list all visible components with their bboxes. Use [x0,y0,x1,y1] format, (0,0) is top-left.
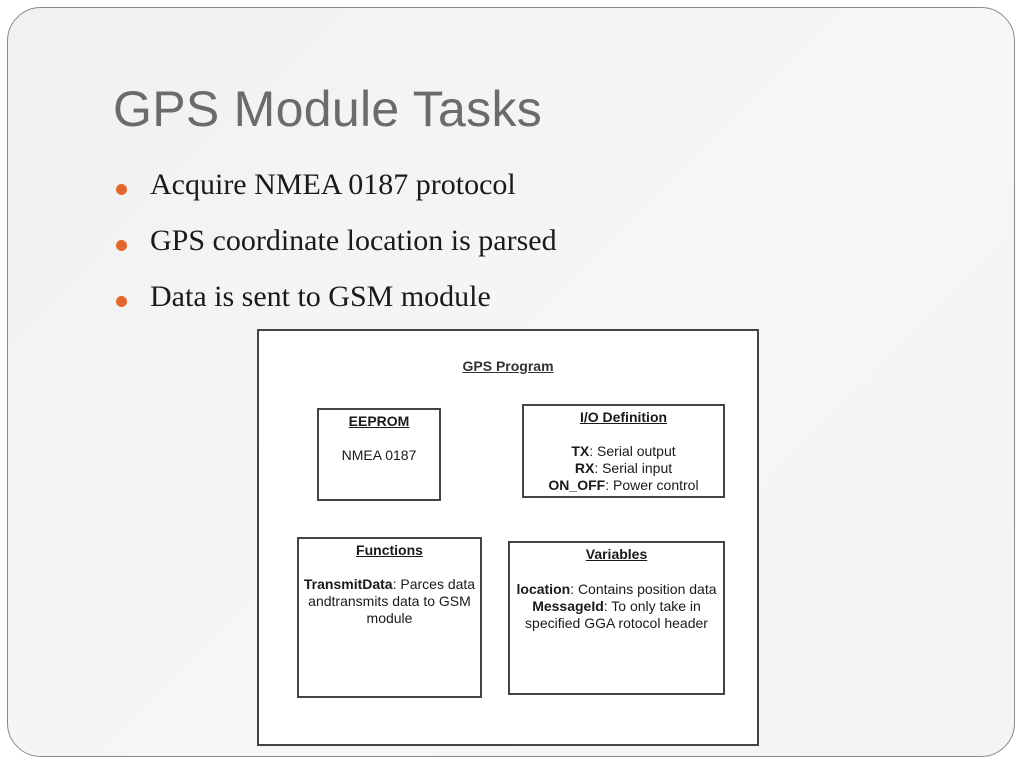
function-desc: : Parces data andtransmits data to GSM m… [308,576,476,626]
io-line-rx: RX: Serial input [528,460,719,477]
variable-key: MessageId [532,598,604,614]
eeprom-title: EEPROM [348,413,410,429]
bullet-text: Data is sent to GSM module [150,280,491,313]
io-definition-title: I/O Definition [579,409,668,425]
io-desc: : Serial input [594,460,673,476]
bullet-dot-icon [116,184,127,195]
function-key: TransmitData [303,576,393,592]
slide-title: GPS Module Tasks [113,81,543,137]
functions-title: Functions [356,542,423,558]
variables-title: Variables [585,546,648,562]
eeprom-body: NMEA 0187 [341,447,417,463]
bullet-text: GPS coordinate location is parsed [150,224,557,257]
variable-desc: : To only take in specified GGA rotocol … [525,598,708,631]
io-definition-body: TX: Serial output RX: Serial input ON_OF… [524,443,723,494]
io-line-on-off: ON_OFF: Power control [528,477,719,494]
io-key: TX [571,443,590,459]
eeprom-box: EEPROM NMEA 0187 [317,408,441,501]
io-key: RX [574,460,595,476]
functions-box: Functions TransmitData: Parces data andt… [297,537,482,698]
functions-body: TransmitData: Parces data andtransmits d… [299,576,480,627]
io-key: ON_OFF [548,477,606,493]
io-desc: : Serial output [589,443,676,459]
variables-box: Variables location: Contains position da… [508,541,725,695]
variable-line-messageid: MessageId: To only take in specified GGA… [514,598,719,632]
variable-key: location [516,581,571,597]
bullet-dot-icon [116,296,127,307]
variable-line-location: location: Contains position data [514,581,719,598]
diagram-title: GPS Program [462,358,554,374]
gps-program-diagram: GPS Program EEPROM NMEA 0187 I/O Definit… [257,329,759,746]
io-definition-box: I/O Definition TX: Serial output RX: Ser… [522,404,725,498]
bullet-text: Acquire NMEA 0187 protocol [150,168,516,201]
variable-desc: : Contains position data [570,581,717,597]
bullet-dot-icon [116,240,127,251]
io-desc: : Power control [605,477,699,493]
variables-body: location: Contains position data Message… [510,581,723,632]
io-line-tx: TX: Serial output [528,443,719,460]
